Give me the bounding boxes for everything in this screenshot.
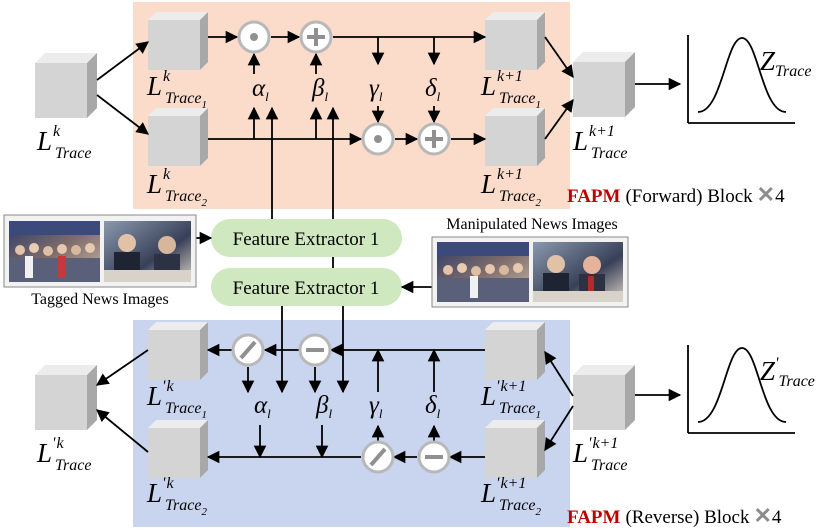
reverse-divide-op-2 <box>361 440 395 474</box>
cube-forward-branch-1 <box>148 12 208 70</box>
cube-reverse-branch-1 <box>148 322 208 380</box>
forward-add-op-1 <box>299 20 333 54</box>
feature-extractor-1-bottom: Feature Extractor 1 <box>211 268 402 306</box>
cube-reverse-in-branch-2 <box>485 420 545 478</box>
feature-extractor-1-top-label: Feature Extractor 1 <box>233 229 380 250</box>
label-forward-gamma: γl <box>369 75 383 104</box>
label-reverse-gamma: γl <box>369 392 383 421</box>
forward-multiply-op-1 <box>237 20 271 54</box>
cube-forward-branch-2 <box>148 108 208 166</box>
manipulated-photo-meeting <box>533 242 623 302</box>
cube-forward-out-branch-2 <box>485 108 545 166</box>
manipulated-news-images: Manipulated News Images <box>431 216 629 308</box>
tagged-news-images-caption: Tagged News Images <box>31 291 169 308</box>
reverse-connectors <box>95 305 682 464</box>
cube-reverse-input <box>573 365 635 430</box>
cube-input-forward <box>35 53 97 118</box>
label-reverse-beta: βl <box>315 392 332 421</box>
label-reverse-alpha: αl <box>254 392 271 421</box>
reverse-subtract-op-1 <box>298 333 332 367</box>
cube-forward-output <box>573 52 635 117</box>
tagged-photo-crowd <box>9 221 100 282</box>
manipulated-photo-crowd <box>437 242 529 302</box>
reverse-subtract-op-2 <box>417 440 451 474</box>
label-forward-z: ZTrace <box>760 46 811 80</box>
cube-forward-out-branch-1 <box>485 12 545 70</box>
reverse-block-caption: FAPM(Reverse) Block✕4 <box>567 503 782 528</box>
feature-extractor-1-bottom-label: Feature Extractor 1 <box>233 278 380 299</box>
label-forward-beta: βl <box>311 75 328 104</box>
label-reverse-z: Z'Trace <box>760 355 815 390</box>
reverse-divide-op-1 <box>231 333 265 367</box>
label-forward-alpha: αl <box>252 75 269 104</box>
reverse-z-plot <box>687 345 795 434</box>
label-reverse-delta: δl <box>425 392 441 421</box>
tagged-photo-meeting <box>104 221 191 282</box>
tagged-news-images: Tagged News Images <box>3 214 197 308</box>
manipulated-news-images-caption: Manipulated News Images <box>446 216 618 233</box>
forward-block-caption: FAPM(Forward) Block✕4 <box>567 182 785 207</box>
cube-reverse-branch-2 <box>148 420 208 478</box>
feature-extractor-1-top: Feature Extractor 1 <box>211 219 402 257</box>
forward-z-plot <box>687 35 795 124</box>
cube-reverse-output <box>35 365 97 430</box>
label-forward-delta: δl <box>425 75 441 104</box>
cube-reverse-in-branch-1 <box>485 322 545 380</box>
forward-multiply-op-2 <box>361 122 395 156</box>
forward-add-op-2 <box>417 122 451 156</box>
